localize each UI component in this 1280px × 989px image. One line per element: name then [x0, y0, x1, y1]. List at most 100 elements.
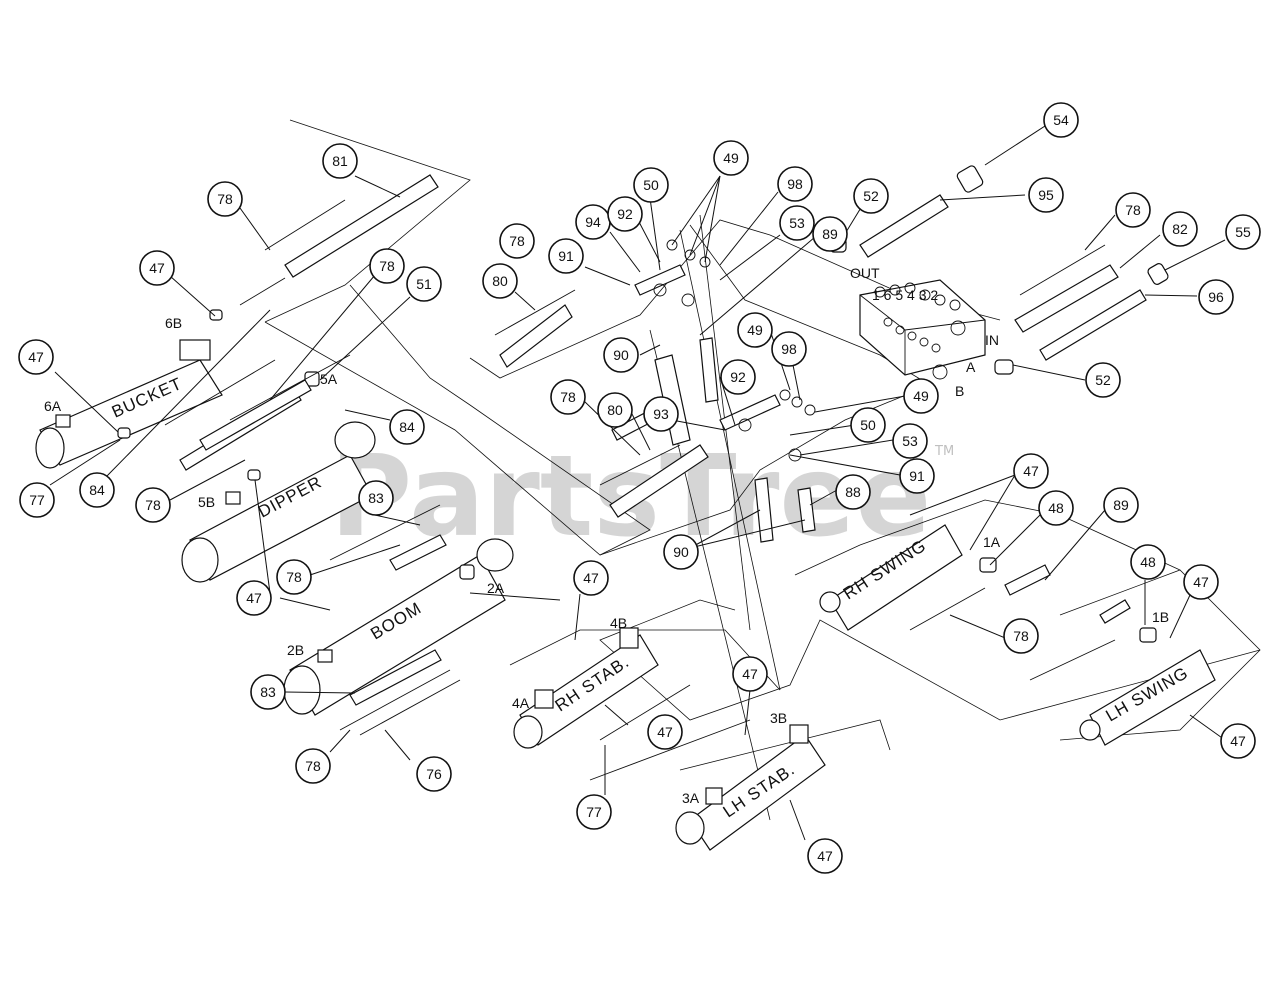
svg-text:93: 93: [653, 406, 669, 422]
callout-88: 88: [835, 474, 871, 510]
svg-text:49: 49: [913, 388, 929, 404]
callout-47: 47: [1220, 723, 1256, 759]
callout-80: 80: [597, 392, 633, 428]
rh-stab-cylinder: RH STAB. 4A 4B: [512, 615, 659, 749]
callout-92: 92: [607, 196, 643, 232]
boom-cylinder: BOOM 2B 2A: [283, 538, 514, 716]
svg-text:84: 84: [89, 482, 105, 498]
callout-92: 92: [720, 359, 756, 395]
valve-a-label: A: [966, 359, 976, 375]
port-4b-label: 4B: [610, 615, 627, 631]
callout-77: 77: [19, 482, 55, 518]
svg-text:47: 47: [246, 590, 262, 606]
svg-text:47: 47: [817, 848, 833, 864]
svg-text:88: 88: [845, 484, 861, 500]
callout-50: 50: [633, 167, 669, 203]
svg-text:52: 52: [1095, 372, 1111, 388]
callout-47: 47: [807, 838, 843, 874]
svg-text:91: 91: [558, 248, 574, 264]
svg-text:96: 96: [1208, 289, 1224, 305]
callout-78: 78: [550, 379, 586, 415]
callout-93: 93: [643, 396, 679, 432]
svg-text:83: 83: [260, 684, 276, 700]
lh-swing-cylinder: LH SWING 1B: [1079, 609, 1216, 746]
callout-84: 84: [389, 409, 425, 445]
svg-text:83: 83: [368, 490, 384, 506]
svg-text:52: 52: [863, 188, 879, 204]
callout-90: 90: [603, 337, 639, 373]
callout-76: 76: [416, 756, 452, 792]
tubes-and-hoses: [164, 165, 1169, 781]
callout-78: 78: [1003, 618, 1039, 654]
svg-text:47: 47: [1023, 463, 1039, 479]
svg-text:53: 53: [902, 433, 918, 449]
svg-text:47: 47: [583, 570, 599, 586]
svg-text:1 6 5 4 3 2: 1 6 5 4 3 2: [872, 287, 938, 303]
callout-84: 84: [79, 472, 115, 508]
port-5b-label: 5B: [198, 494, 215, 510]
svg-text:50: 50: [860, 417, 876, 433]
callout-47: 47: [139, 250, 175, 286]
callout-90: 90: [663, 534, 699, 570]
callout-89: 89: [812, 216, 848, 252]
callout-53: 53: [892, 423, 928, 459]
port-6a-label: 6A: [44, 398, 62, 414]
svg-text:91: 91: [909, 468, 925, 484]
callout-48: 48: [1130, 544, 1166, 580]
valve-out-label: OUT: [850, 265, 880, 281]
callout-77: 77: [576, 794, 612, 830]
svg-text:78: 78: [305, 758, 321, 774]
callout-49: 49: [737, 312, 773, 348]
port-5a-label: 5A: [320, 371, 338, 387]
svg-text:47: 47: [657, 724, 673, 740]
callout-51: 51: [406, 266, 442, 302]
callout-48: 48: [1038, 490, 1074, 526]
port-4a-label: 4A: [512, 695, 530, 711]
callout-98: 98: [777, 166, 813, 202]
callout-91: 91: [548, 238, 584, 274]
callout-54: 54: [1043, 102, 1079, 138]
callout-82: 82: [1162, 211, 1198, 247]
dipper-cylinder: DIPPER 5B 5A: [181, 371, 376, 583]
svg-text:78: 78: [145, 497, 161, 513]
svg-text:78: 78: [560, 389, 576, 405]
svg-text:47: 47: [742, 666, 758, 682]
valve-in-label: IN: [985, 332, 999, 348]
svg-text:77: 77: [29, 492, 45, 508]
svg-text:47: 47: [149, 260, 165, 276]
svg-text:47: 47: [1193, 574, 1209, 590]
svg-text:80: 80: [492, 273, 508, 289]
svg-text:78: 78: [217, 191, 233, 207]
svg-text:92: 92: [617, 206, 633, 222]
leader-lines: [49, 125, 1226, 841]
callout-53: 53: [779, 205, 815, 241]
port-6b-label: 6B: [165, 315, 182, 331]
svg-text:92: 92: [730, 369, 746, 385]
svg-text:94: 94: [585, 214, 601, 230]
svg-text:49: 49: [747, 322, 763, 338]
watermark-trademark: TM: [934, 444, 954, 459]
callout-96: 96: [1198, 279, 1234, 315]
control-valve-block: 1 6 5 4 3 2 OUT IN A B: [829, 237, 1014, 399]
svg-text:81: 81: [332, 153, 348, 169]
svg-text:49: 49: [723, 150, 739, 166]
svg-text:51: 51: [416, 276, 432, 292]
svg-text:53: 53: [789, 215, 805, 231]
svg-text:78: 78: [379, 258, 395, 274]
callout-80: 80: [482, 263, 518, 299]
svg-text:48: 48: [1140, 554, 1156, 570]
callout-78: 78: [276, 559, 312, 595]
bucket-cylinder: BUCKET 6B 6A: [35, 309, 223, 469]
svg-text:50: 50: [643, 177, 659, 193]
port-3a-label: 3A: [682, 790, 700, 806]
callout-49: 49: [713, 140, 749, 176]
callout-47: 47: [1013, 453, 1049, 489]
callout-49: 49: [903, 378, 939, 414]
svg-text:84: 84: [399, 419, 415, 435]
callout-47: 47: [732, 656, 768, 692]
callout-78: 78: [499, 223, 535, 259]
svg-text:90: 90: [673, 544, 689, 560]
callout-47: 47: [236, 580, 272, 616]
callout-50: 50: [850, 407, 886, 443]
svg-text:76: 76: [426, 766, 442, 782]
